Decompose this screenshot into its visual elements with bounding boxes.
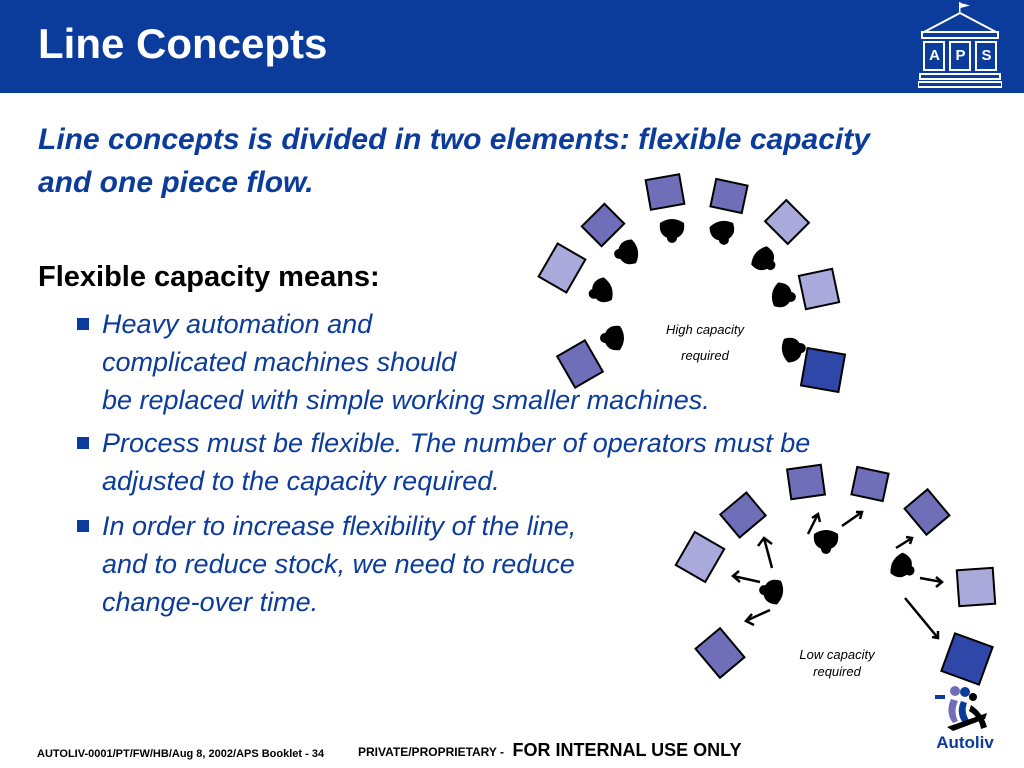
bullet-line: change-over time. (102, 587, 319, 617)
footer-doc-ref: AUTOLIV-0001/PT/FW/HB/Aug 8, 2002/APS Bo… (37, 748, 325, 760)
bullet-line: Heavy automation and (102, 309, 373, 339)
bullet-line: adjusted to the capacity required. (102, 466, 500, 496)
bullet-line: be replaced with simple working smaller … (102, 385, 710, 415)
footer-private-label: PRIVATE/PROPRIETARY - (358, 745, 505, 759)
square-bullet-icon (77, 318, 89, 330)
low-capacity-caption-2: required (813, 664, 861, 679)
autoliv-figure-icon (935, 686, 987, 731)
bullet-item-changeover: In order to increase flexibility of the … (77, 507, 577, 621)
subtitle: Line concepts is divided in two elements… (38, 123, 870, 199)
square-bullet-icon (77, 437, 89, 449)
aps-logo: A P S (917, 2, 1003, 88)
bullet-line: and to reduce stock, we need to reduce (102, 549, 575, 579)
autoliv-logo: Autoliv (925, 683, 1005, 763)
footer-classification: PRIVATE/PROPRIETARY - FOR INTERNAL USE O… (358, 740, 742, 761)
section-heading: Flexible capacity means: (38, 261, 380, 293)
footer-internal-label: FOR INTERNAL USE ONLY (512, 740, 742, 760)
bullet-item-process: Process must be flexible. The number of … (77, 424, 811, 500)
square-bullet-icon (77, 520, 89, 532)
bullet-line: complicated machines should (102, 347, 457, 377)
aps-letter-a: A (929, 47, 940, 64)
bullet-item-automation: Heavy automation and complicated machine… (77, 305, 710, 419)
building-icon (917, 2, 1003, 88)
aps-letter-s: S (981, 47, 992, 64)
header-bar: Line Concepts A P S (0, 0, 1024, 93)
aps-letter-p: P (955, 47, 966, 64)
bullet-line: In order to increase flexibility of the … (102, 511, 577, 541)
low-capacity-caption-1: Low capacity (799, 647, 876, 662)
autoliv-wordmark: Autoliv (936, 733, 994, 752)
page-title: Line Concepts (38, 20, 328, 67)
bullet-line: Process must be flexible. The number of … (102, 428, 811, 458)
